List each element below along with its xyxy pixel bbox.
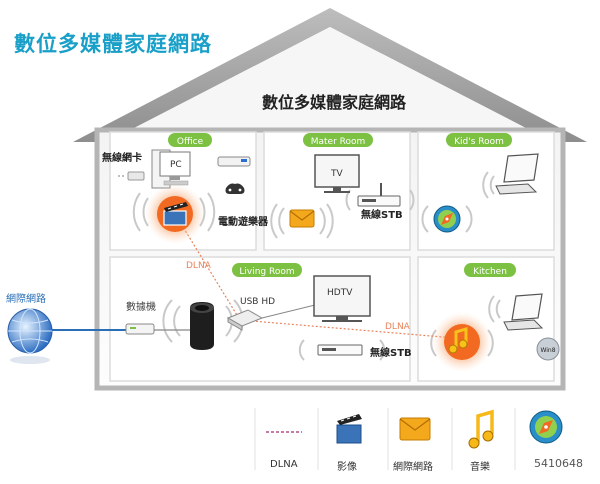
room-tab-kitchen: Kitchen xyxy=(464,263,516,277)
room-tab-office: Office xyxy=(168,133,212,147)
globe-icon xyxy=(7,308,53,364)
svg-text:Living Room: Living Room xyxy=(239,267,294,277)
svg-text:Office: Office xyxy=(177,137,204,147)
laptop-icon xyxy=(495,153,539,195)
legend-music-label: 音樂 xyxy=(470,460,490,473)
room-tab-master: Mater Room xyxy=(303,133,373,147)
legend-music-icon xyxy=(468,409,494,449)
video-media-icon xyxy=(145,184,205,244)
pc-label: PC xyxy=(170,160,182,170)
modem-icon xyxy=(125,323,155,335)
house-roof xyxy=(73,8,587,142)
kitchen-laptop-icon xyxy=(503,293,544,331)
stb-living-icon xyxy=(317,344,363,356)
hd-cable xyxy=(261,304,316,319)
modem-label: 數據機 xyxy=(126,300,156,313)
legend-video-label: 影像 xyxy=(337,461,357,473)
tv-label: TV xyxy=(330,169,343,179)
game-console-icon xyxy=(217,156,251,194)
legend: DLNA 影像 網際網路 音樂 xyxy=(254,408,583,473)
internet-envelope-icon xyxy=(289,209,315,228)
tv-icon: TV xyxy=(314,154,360,193)
room-tab-kids: Kid's Room xyxy=(446,133,512,147)
wireless-card-label: 無線網卡 xyxy=(102,151,142,164)
game-console-label: 電動遊樂器 xyxy=(218,215,269,228)
room-tab-living: Living Room xyxy=(232,263,302,277)
legend-internet-icon xyxy=(399,417,431,441)
svg-text:Mater Room: Mater Room xyxy=(311,137,366,147)
usb-hd-label: USB HD xyxy=(240,297,275,307)
hdtv-label: HDTV xyxy=(327,288,353,298)
stb-master-label: 無線STB xyxy=(361,208,403,221)
stb-box-icon xyxy=(357,183,401,207)
page-title: 數位多媒體家庭網路 xyxy=(14,32,212,56)
win-icon: Win8 xyxy=(536,337,560,361)
pc-icon: PC xyxy=(151,149,191,189)
compass-app-icon xyxy=(433,205,461,233)
svg-text:Win8: Win8 xyxy=(540,347,555,354)
svg-text:Kitchen: Kitchen xyxy=(473,267,507,277)
wireless-router-icon xyxy=(190,302,214,350)
dlna-label-left: DLNA xyxy=(186,261,212,271)
internet-label: 網際網路 xyxy=(6,292,46,305)
legend-dlna-label: DLNA xyxy=(270,459,298,470)
dlna-label-right: DLNA xyxy=(385,322,411,332)
music-media-icon xyxy=(432,312,492,372)
legend-compass-icon xyxy=(529,410,563,444)
house-title: 數位多媒體家庭網路 xyxy=(262,93,407,112)
legend-video-icon xyxy=(336,414,362,444)
wireless-card-icon xyxy=(118,171,145,181)
hdtv-icon: HDTV xyxy=(313,275,371,322)
stb-living-label: 無線STB xyxy=(370,346,412,359)
watermark: 5410648 xyxy=(534,457,583,470)
legend-internet-label: 網際網路 xyxy=(393,460,433,473)
svg-text:Kid's Room: Kid's Room xyxy=(454,137,504,147)
